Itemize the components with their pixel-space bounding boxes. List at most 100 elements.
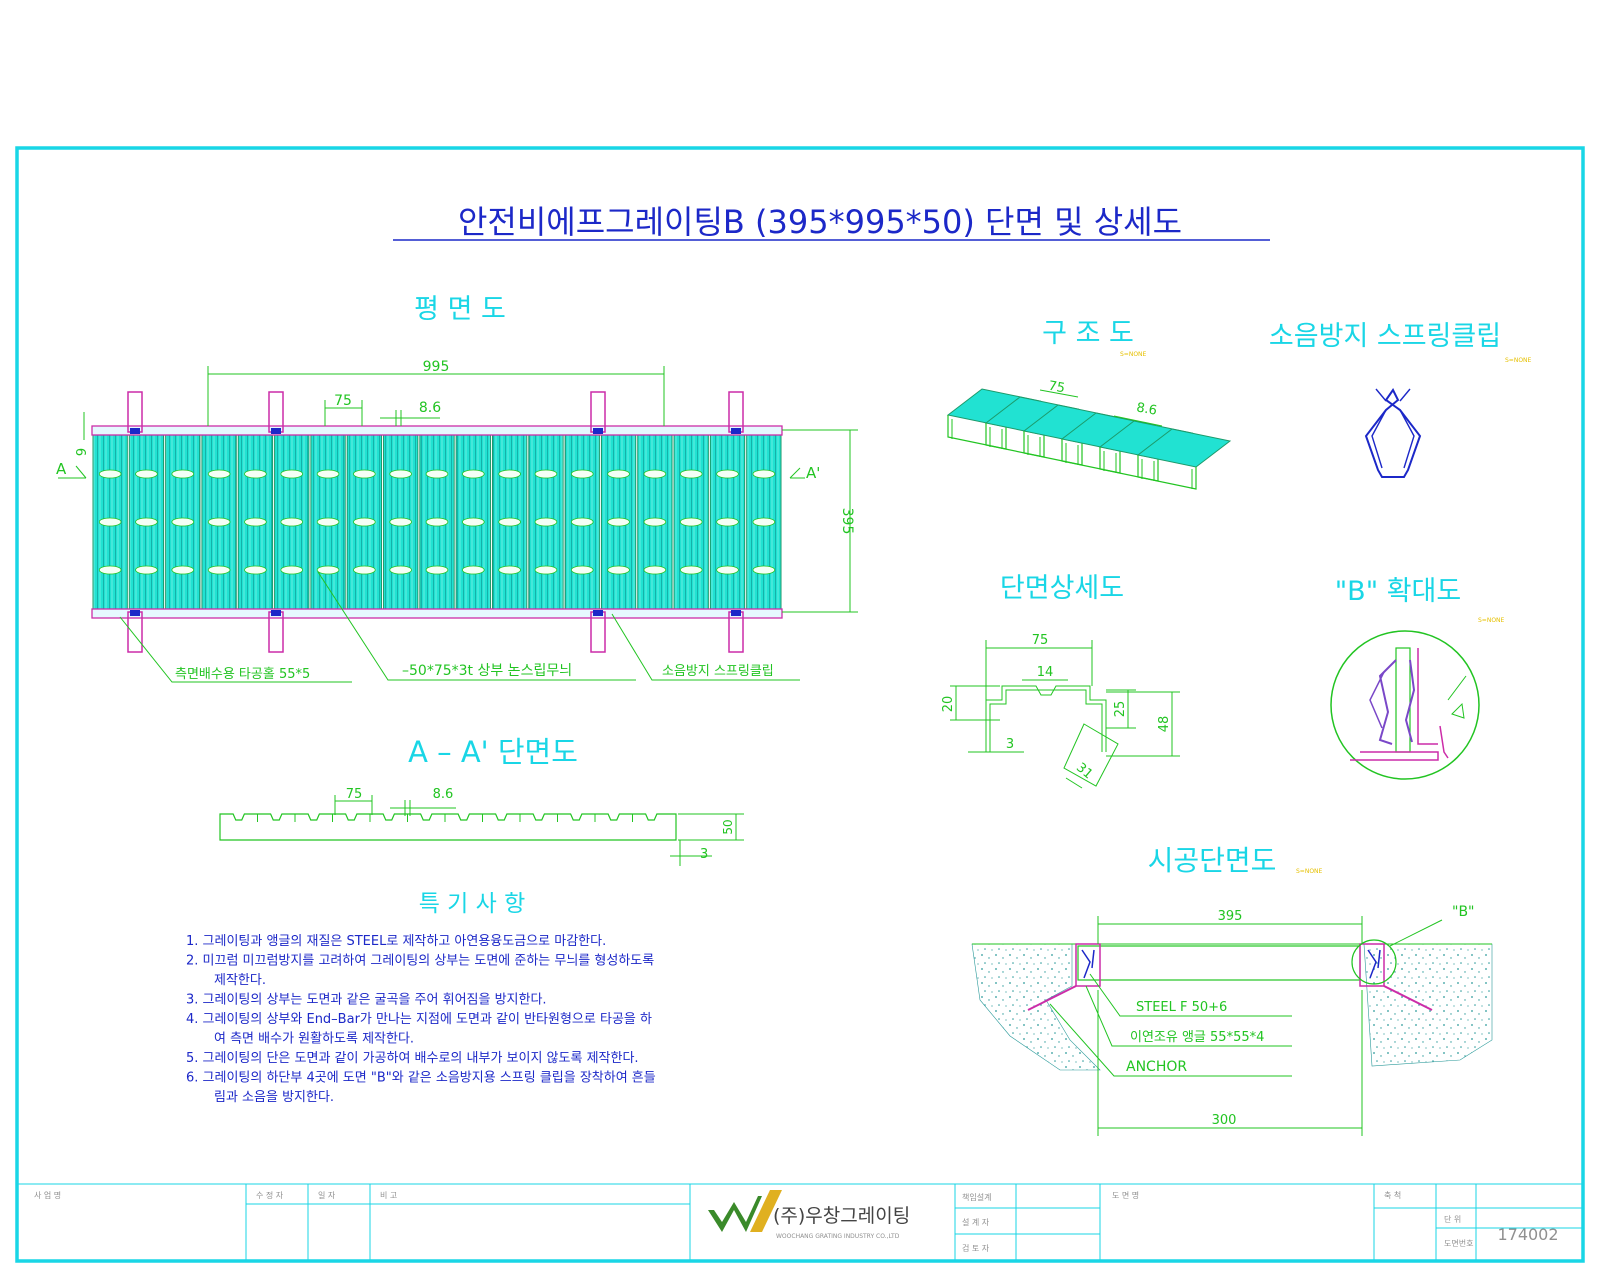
clip-marker — [271, 610, 281, 616]
slot-hole — [316, 517, 340, 527]
slot-hole — [534, 565, 558, 575]
note-line: 2. 미끄럼 미끄럼방지를 고려하여 그레이팅의 상부는 도면에 준하는 무늬를… — [186, 954, 654, 969]
slot-hole — [389, 469, 412, 479]
plan-bearing-bars — [92, 434, 782, 610]
notes-title: 특 기 사 항 — [419, 891, 526, 917]
slot-hole — [570, 469, 594, 479]
slot-hole — [498, 517, 521, 527]
tb-designer: 설 계 자 — [962, 1217, 990, 1227]
aa-dim-gap: 8.6 — [433, 787, 454, 802]
section-mark-a-prime: A' — [806, 464, 820, 482]
install-scale-tag: S=NONE — [1296, 868, 1323, 875]
slot-hole — [425, 469, 449, 479]
iso-bar-side — [985, 423, 1045, 458]
slot-hole — [207, 517, 231, 527]
slot-hole — [135, 565, 158, 575]
callout-spring-clip: 소음방지 스프링클립 — [662, 664, 774, 679]
slot-hole — [207, 565, 231, 575]
note-line: 여 측면 배수가 원활하도록 제작한다. — [214, 1032, 414, 1047]
slot-hole — [679, 565, 703, 575]
note-line: 5. 그레이팅의 단은 도면과 같이 가공하여 배수로의 내부가 보이지 않도록… — [186, 1051, 639, 1066]
slot-hole — [353, 469, 376, 479]
slot-hole — [316, 565, 340, 575]
callout-drain-hole: 측면배수용 타공홀 55*5 — [175, 667, 310, 682]
slot-hole — [425, 565, 449, 575]
plan-dim-edge: 6 — [72, 448, 87, 456]
note-line: 1. 그레이팅과 앵글의 재질은 STEEL로 제작하고 아연용융도금으로 마감… — [186, 934, 606, 949]
tb-remark: 비 고 — [380, 1191, 397, 1200]
note-line: 3. 그레이팅의 상부는 도면과 같은 굴곡을 주어 휘어짐을 방지한다. — [186, 993, 547, 1008]
iso-bar-top — [1136, 428, 1232, 468]
slot-hole — [207, 469, 231, 479]
aa-outline — [219, 813, 677, 841]
drawing-title: 안전비에프그레이팅B (395*995*50) 단면 및 상세도 — [458, 203, 1182, 241]
iso-bar-side — [1023, 431, 1083, 466]
slot-hole — [752, 469, 776, 479]
detail-dim-25: 25 — [1113, 701, 1128, 718]
sheet-border — [15, 146, 1585, 1263]
iso-bar-edge — [989, 427, 1041, 457]
tb-revision: 수 정 자 — [256, 1190, 284, 1200]
note-line: 제작한다. — [214, 973, 266, 988]
plan-dim-pitch: 75 — [334, 393, 352, 409]
install-mark-b: "B" — [1452, 904, 1474, 920]
slot-hole — [98, 517, 122, 527]
slot-hole — [135, 469, 158, 479]
detail-dim-width: 75 — [1032, 633, 1049, 648]
slot-hole — [389, 565, 412, 575]
structure-scale-tag: S=NONE — [1120, 351, 1147, 358]
tb-project: 사 업 명 — [34, 1190, 61, 1200]
slot-hole — [534, 469, 558, 479]
slot-hole — [607, 517, 630, 527]
section-mark-a: A — [56, 460, 67, 478]
spring-clip-shape — [1364, 388, 1422, 478]
slot-hole — [570, 565, 594, 575]
structure-view: 75 8.6 — [946, 379, 1232, 490]
slot-hole — [280, 565, 304, 575]
slot-hole — [679, 517, 703, 527]
slot-hole — [389, 517, 412, 527]
slot-hole — [643, 565, 667, 575]
slot-hole — [244, 469, 267, 479]
slot-hole — [171, 517, 195, 527]
clip-marker — [593, 428, 603, 434]
aa-dim-height: 50 — [721, 819, 735, 834]
clip-marker — [130, 610, 140, 616]
slot-hole — [607, 469, 630, 479]
slot-hole — [607, 565, 630, 575]
detail-dim-20: 20 — [941, 696, 956, 713]
structure-iso-bars — [946, 388, 1232, 490]
install-section-title: 시공단면도 — [1148, 844, 1277, 877]
section-detail-view — [950, 640, 1180, 789]
slot-hole — [716, 565, 739, 575]
slot-hole — [353, 517, 376, 527]
iso-bar-side — [1061, 439, 1121, 474]
slot-hole — [244, 517, 267, 527]
slot-hole — [171, 565, 195, 575]
b-detail-view — [1330, 630, 1480, 780]
b-detail-scale-tag: S=NONE — [1478, 617, 1505, 624]
structure-dim-gap: 8.6 — [1135, 400, 1158, 418]
detail-dim-48: 48 — [1157, 716, 1172, 733]
tb-scale: 축 척 — [1384, 1191, 1401, 1200]
slot-hole — [462, 517, 485, 527]
tb-drawing-name: 도 면 명 — [1112, 1190, 1139, 1200]
tb-manager: 책임설계 — [962, 1192, 991, 1202]
company-logo — [708, 1190, 782, 1232]
slot-hole — [135, 517, 158, 527]
iso-bar-edge — [1103, 451, 1155, 481]
detail-dim-3: 3 — [1006, 737, 1014, 752]
install-dim-bottom: 300 — [1212, 1113, 1237, 1128]
section-detail-title: 단면상세도 — [1000, 573, 1124, 604]
b-detail-title: "B" 확대도 — [1335, 576, 1461, 607]
slot-hole — [752, 517, 776, 527]
install-label-anchor: ANCHOR — [1126, 1059, 1187, 1075]
aa-profile — [219, 813, 677, 841]
tb-checker: 검 토 자 — [962, 1243, 990, 1253]
slot-hole — [280, 469, 304, 479]
slot-hole — [462, 469, 485, 479]
slot-hole — [679, 469, 703, 479]
structure-dim-pitch: 75 — [1047, 379, 1066, 397]
clip-marker — [731, 610, 741, 616]
